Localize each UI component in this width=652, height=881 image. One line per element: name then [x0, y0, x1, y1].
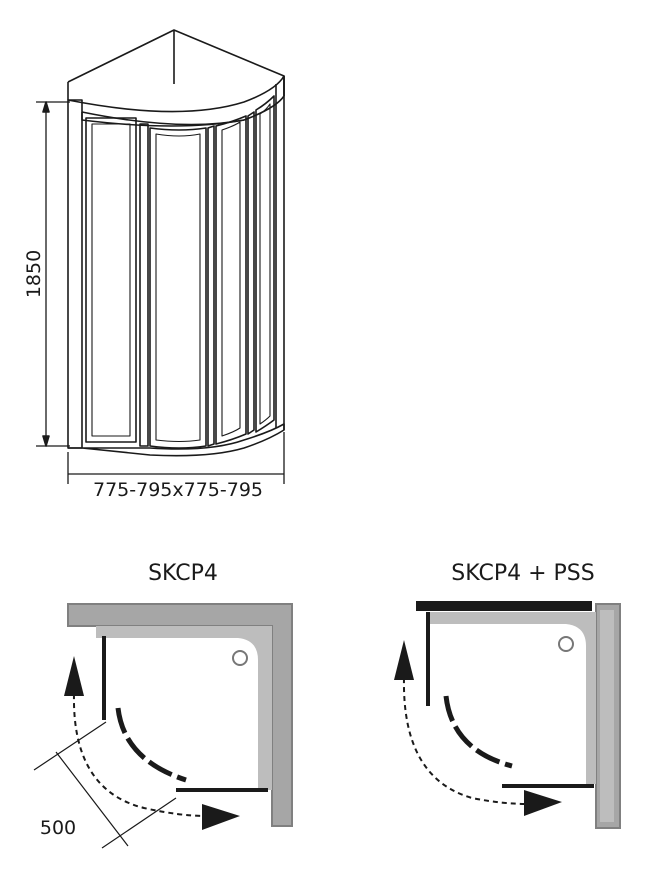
- plan-1-wall: [67, 603, 293, 827]
- plan-2-sliding-doors: [443, 695, 513, 769]
- plan-2-view: [394, 601, 621, 829]
- plan-1-title: SKCP4: [148, 561, 218, 586]
- height-label: 1850: [23, 250, 45, 298]
- door-panel-2: [139, 123, 149, 447]
- plan-2-tray-edge: [430, 612, 596, 784]
- plan-2-drain-icon: [558, 636, 574, 652]
- plan-1-drain-icon: [232, 650, 248, 666]
- width-label: 775-795x775-795: [93, 479, 263, 501]
- plan-2-title: SKCP4 + PSS: [451, 561, 594, 586]
- plan-1-tray-edge: [96, 626, 272, 790]
- plan-2-arrow-up-icon: [394, 640, 414, 680]
- plan-1-entry-label: 500: [40, 817, 76, 839]
- plan-2-arrow-right-icon: [524, 790, 562, 816]
- plan-1-arrow-right-icon: [202, 804, 240, 830]
- bottom-track: [68, 423, 285, 457]
- door-panel-4: [247, 111, 255, 435]
- plan-1-sliding-doors: [115, 707, 187, 783]
- elevation-view: [36, 29, 285, 484]
- plan-1-entry-path: [72, 693, 207, 817]
- right-wall-profile: [275, 76, 285, 430]
- plan-1-view: [33, 603, 293, 849]
- width-dimension-line: [67, 432, 285, 484]
- plan-1-arrow-up-icon: [64, 656, 84, 696]
- plan-1-entry-dimension: [33, 721, 177, 849]
- door-panel-3: [207, 125, 215, 447]
- ceiling-outline: [67, 29, 285, 100]
- plan-2-entry-path: [402, 677, 529, 805]
- door-panel-1: [85, 117, 137, 443]
- height-dimension-line: [36, 101, 70, 447]
- left-wall-profile: [67, 99, 83, 449]
